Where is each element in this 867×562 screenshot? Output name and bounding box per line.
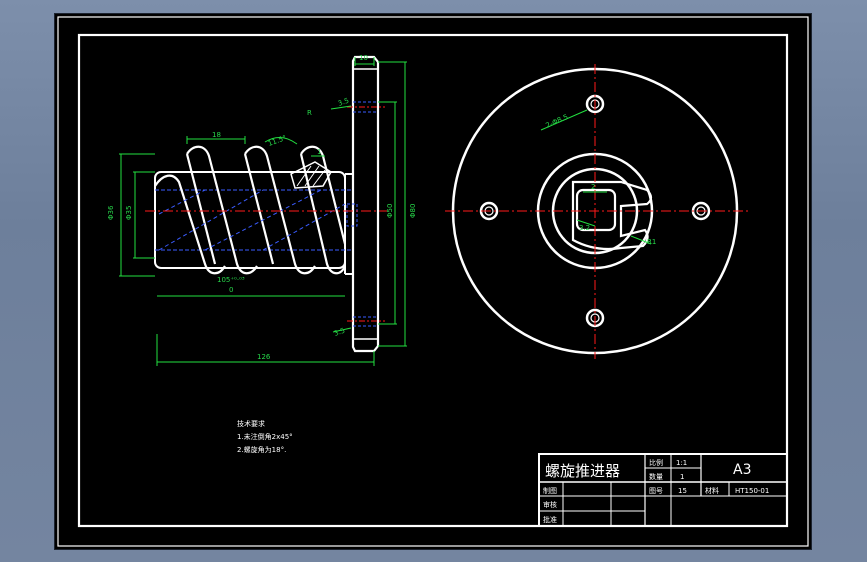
side-dimensions — [540, 109, 652, 245]
dim-edge-chamfer: 3.5 — [333, 327, 346, 338]
front-dimensions — [119, 57, 407, 366]
notes-line-2: 2.螺旋角为18°. — [237, 445, 286, 454]
material-value: HT150-01 — [735, 487, 769, 495]
drawing-no-value: 15 — [678, 487, 687, 495]
outer-frame — [57, 16, 809, 547]
drawing-sheet: 10 18 11.5° R 1 3.5 Φ36 Φ35 105⁺⁰·⁰³ 0 Φ… — [57, 16, 809, 547]
notes-line-1: 1.未注倒角2x45° — [237, 432, 293, 441]
dim-key-depth: 3.2 — [579, 224, 590, 232]
hatch — [312, 169, 326, 187]
title-block-text: 螺旋推进器 比例 1:1 数量 1 A3 制图 图号 15 材料 HT150-0… — [543, 458, 769, 524]
scale-value: 1:1 — [676, 459, 687, 467]
side-dimension-text: 2-Φ8.5 2 3.2 R1 — [545, 113, 657, 246]
dim-bore-fit-lower: 0 — [229, 286, 233, 294]
dim-key-width: 2 — [591, 183, 595, 191]
keyway-hidden — [346, 203, 358, 227]
notes-title: 技术要求 — [237, 419, 265, 428]
screw-flight — [186, 145, 258, 275]
screw-flight — [243, 153, 275, 265]
drawing-no-label: 图号 — [649, 487, 663, 495]
quantity-value: 1 — [680, 473, 684, 481]
dim-root-diameter: Φ35 — [125, 206, 133, 220]
side-center-lines — [445, 64, 749, 359]
hatch — [304, 165, 320, 187]
approved-label: 批准 — [543, 515, 557, 524]
dim-chamfer: 3.5 — [337, 97, 350, 108]
screw-flight — [154, 174, 226, 275]
hub-outline — [344, 173, 353, 275]
bore-outline — [571, 180, 653, 251]
dim-groove-radius: R — [307, 109, 312, 117]
inner-frame — [77, 33, 789, 528]
dim-bore-fit: 105⁺⁰·⁰³ — [217, 276, 245, 284]
dim-overall-length: 126 — [257, 353, 271, 361]
dim-hole-diameter: 2-Φ8.5 — [545, 113, 570, 130]
scale-label: 比例 — [649, 458, 663, 467]
cad-viewport[interactable]: 10 18 11.5° R 1 3.5 Φ36 Φ35 105⁺⁰·⁰³ 0 Φ… — [55, 14, 811, 549]
dim-slot-label: 1 — [317, 148, 321, 156]
screw-flight — [185, 153, 217, 265]
front-dimension-text: 10 18 11.5° R 1 3.5 Φ36 Φ35 105⁺⁰·⁰³ 0 Φ… — [107, 54, 417, 361]
drawn-label: 制图 — [543, 486, 557, 495]
technical-notes: 技术要求 1.未注倒角2x45° 2.螺旋角为18°. — [237, 419, 293, 454]
title-block — [538, 453, 788, 527]
dim-hub-diameter: Φ80 — [409, 204, 417, 218]
dim-angle: 11.5° — [267, 134, 288, 148]
checked-label: 审核 — [543, 500, 557, 509]
dim-outer-diameter: Φ36 — [107, 205, 115, 220]
part-name: 螺旋推进器 — [545, 462, 620, 480]
dim-keyway-radius: R1 — [647, 238, 656, 246]
dim-flange-thickness: 10 — [359, 54, 368, 62]
screw-flight — [244, 145, 316, 275]
screw-flight — [299, 153, 347, 275]
quantity-label: 数量 — [649, 472, 663, 481]
dim-pitch: 18 — [212, 131, 221, 139]
groove-section — [290, 161, 333, 189]
sheet-size: A3 — [733, 462, 751, 478]
screw-flight — [300, 145, 347, 245]
hatch — [296, 165, 312, 187]
dim-flange-diameter: Φ50 — [386, 204, 394, 218]
material-label: 材料 — [705, 486, 719, 495]
front-view — [145, 55, 387, 353]
square-bore — [575, 188, 617, 232]
